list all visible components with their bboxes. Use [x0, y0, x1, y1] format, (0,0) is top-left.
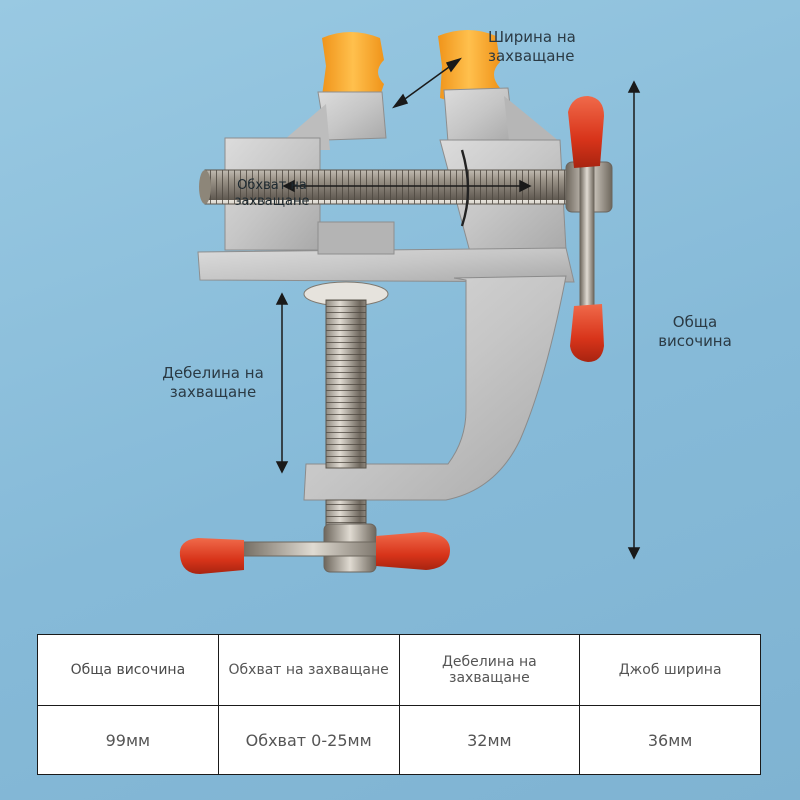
spec-value-total-height: 99мм	[37, 705, 219, 775]
jaw-pad-left	[322, 32, 384, 100]
jaw-pad-right	[438, 30, 500, 104]
spec-header-total-height: Обща височина	[37, 634, 219, 706]
spec-header-grip-range: Обхват на захващане	[217, 634, 400, 706]
spec-header-jaw-width: Джоб ширина	[579, 634, 761, 706]
spec-value-clamp-thickness: 32мм	[398, 705, 581, 775]
spec-table-value-row: 99мм Обхват 0-25мм 32мм 36мм	[37, 705, 761, 775]
spec-value-jaw-width: 36мм	[579, 705, 761, 775]
spec-header-clamp-thickness: Дебелина на захващане	[398, 634, 581, 706]
spec-table: Обща височина Обхват на захващане Дебели…	[37, 634, 761, 775]
clamp-thickness-label: Дебелина на захващане	[162, 364, 264, 401]
spec-table-header-row: Обща височина Обхват на захващане Дебели…	[37, 634, 761, 706]
spec-value-grip-range: Обхват 0-25мм	[217, 705, 400, 775]
total-height-label: Обща височина	[658, 313, 732, 350]
grip-range-label: Обхват на захващане	[234, 178, 310, 209]
bench-vise-image	[179, 30, 641, 574]
jaw-width-label: Ширина на захващане	[488, 28, 576, 65]
